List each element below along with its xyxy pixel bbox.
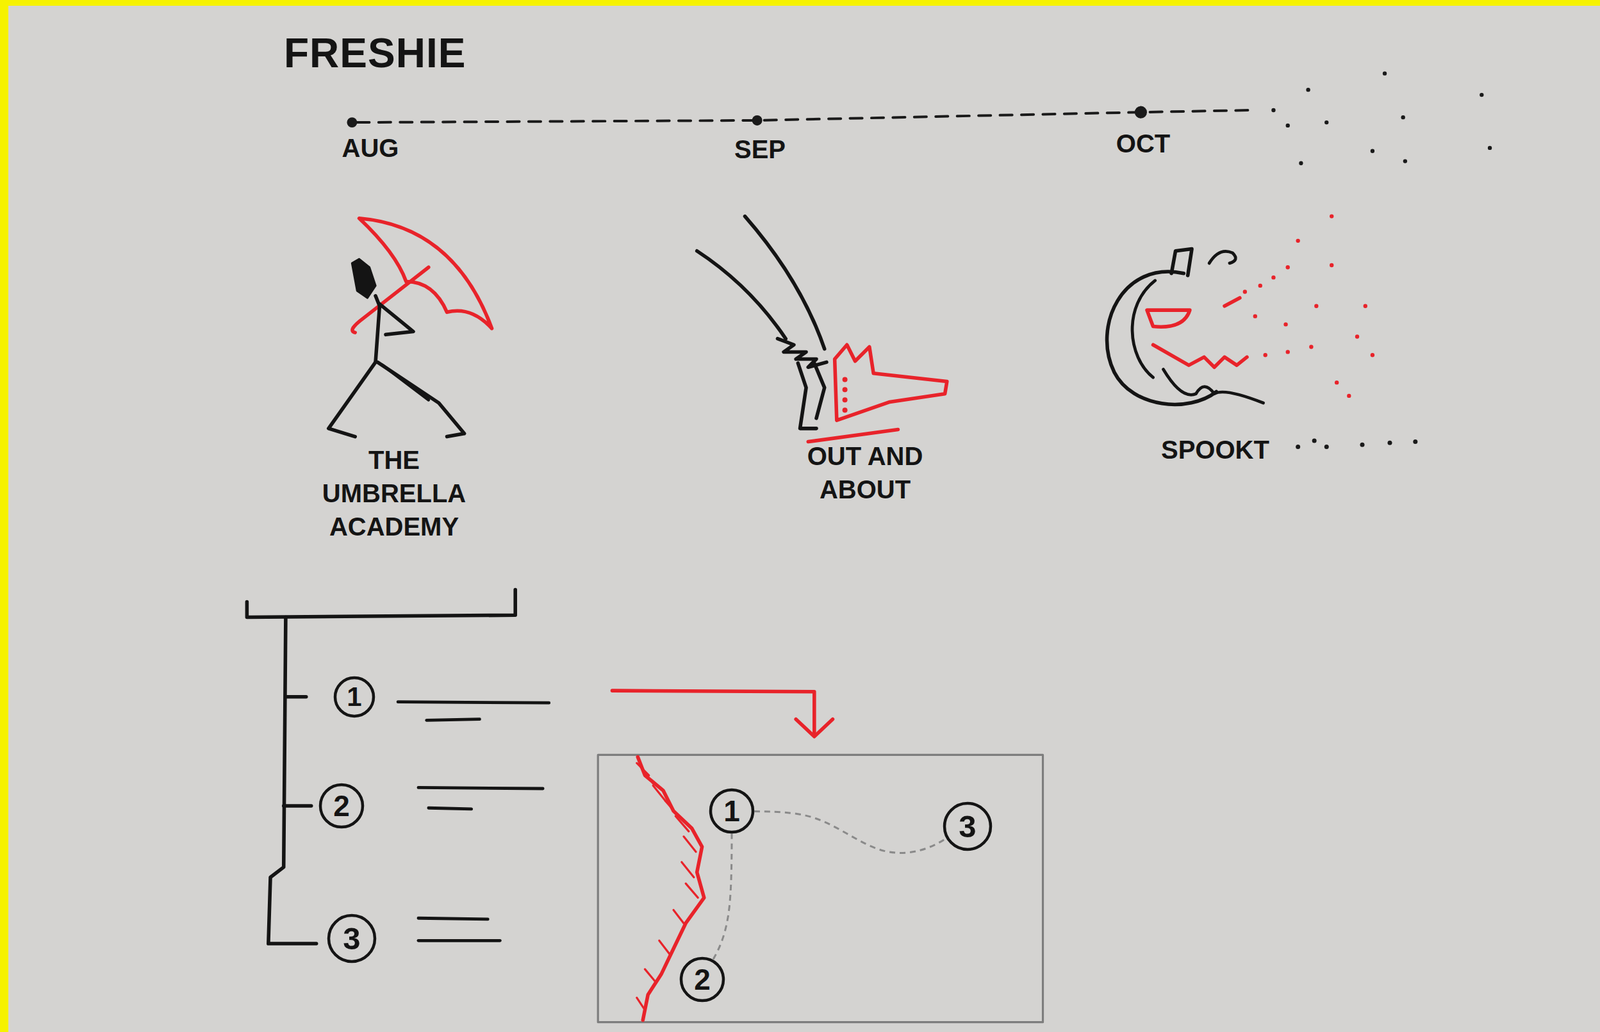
- callout-number: 1: [333, 676, 375, 718]
- month-label: OCT: [1104, 126, 1182, 161]
- callout-number: 3: [943, 802, 992, 851]
- callout-circle: 3: [943, 802, 992, 851]
- callout-circle: 2: [679, 957, 725, 1003]
- timeline-dot: [346, 117, 357, 128]
- theme-label: OUT AND ABOUT: [772, 439, 958, 507]
- callout-circle: 2: [319, 783, 364, 829]
- paper-sheet: [8, 5, 1600, 1032]
- month-label: SEP: [721, 132, 799, 166]
- scatter-dots: [1271, 71, 1492, 166]
- text-placeholder-lines: [397, 702, 550, 942]
- callout-number: 2: [679, 957, 725, 1003]
- theme-label: THE UMBRELLA ACADEMY: [307, 443, 481, 544]
- coastline: [636, 757, 705, 1021]
- callout-number: 1: [709, 788, 755, 834]
- title-text: FRESHIE: [283, 26, 466, 81]
- dashed-route: [713, 833, 732, 960]
- month-label: AUG: [331, 131, 409, 165]
- map-frame: [597, 754, 1043, 1023]
- callout-number: 3: [327, 914, 377, 964]
- pumpkin-figure: [1107, 214, 1376, 405]
- timeline-line: [356, 110, 1250, 123]
- timeline-dot: [1134, 106, 1147, 119]
- theme-label: SPOOKT: [1161, 433, 1303, 467]
- callout-circle: 1: [709, 788, 755, 834]
- list-bracket: [246, 589, 516, 944]
- timeline-dot: [752, 115, 763, 126]
- dashed-route: [754, 811, 947, 854]
- pointer-arrow: [612, 690, 833, 737]
- trailing-dots: [1295, 438, 1418, 450]
- umbrella-figure: [328, 218, 493, 438]
- callout-circle: 3: [327, 914, 377, 964]
- boot-dog-figure: [697, 216, 948, 443]
- callout-number: 2: [319, 783, 364, 829]
- callout-circle: 1: [333, 676, 375, 718]
